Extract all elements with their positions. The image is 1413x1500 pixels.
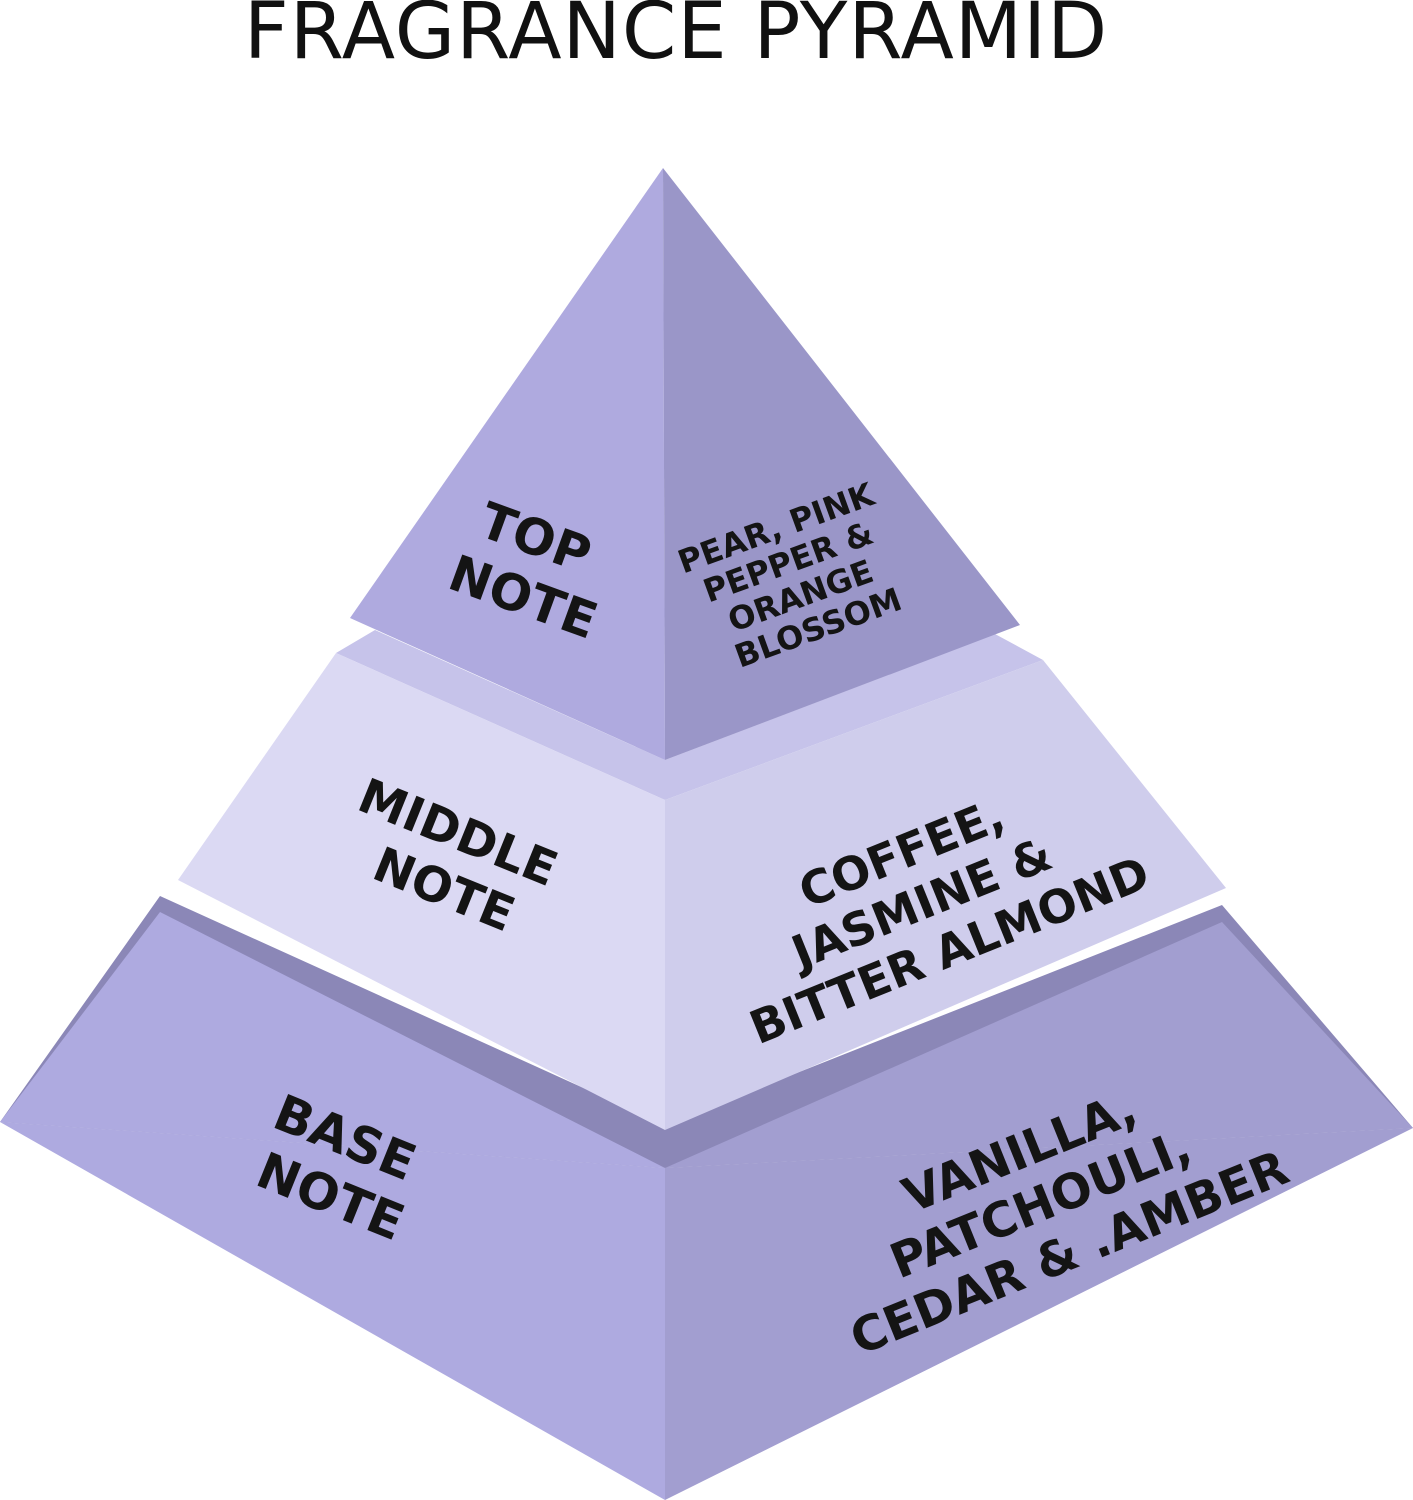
- page-title: FRAGRANCE PYRAMID: [244, 0, 1108, 77]
- base-tier: [0, 896, 1413, 1500]
- base-tier-right-face: [665, 1128, 1413, 1500]
- base-tier-right-wall: [665, 922, 1413, 1168]
- base-tier-left-face: [0, 1122, 665, 1500]
- middle-tier-top-ledge: [336, 630, 1043, 800]
- middle-tier-right-face: [665, 660, 1226, 1130]
- top-tier-right-face: [663, 168, 1020, 760]
- middle-tier: [178, 630, 1226, 1130]
- top-tier-left-face: [350, 168, 665, 760]
- middle-tier-left-face: [178, 653, 665, 1130]
- top-tier: [350, 168, 1020, 760]
- base-tier-left-wall: [0, 912, 665, 1168]
